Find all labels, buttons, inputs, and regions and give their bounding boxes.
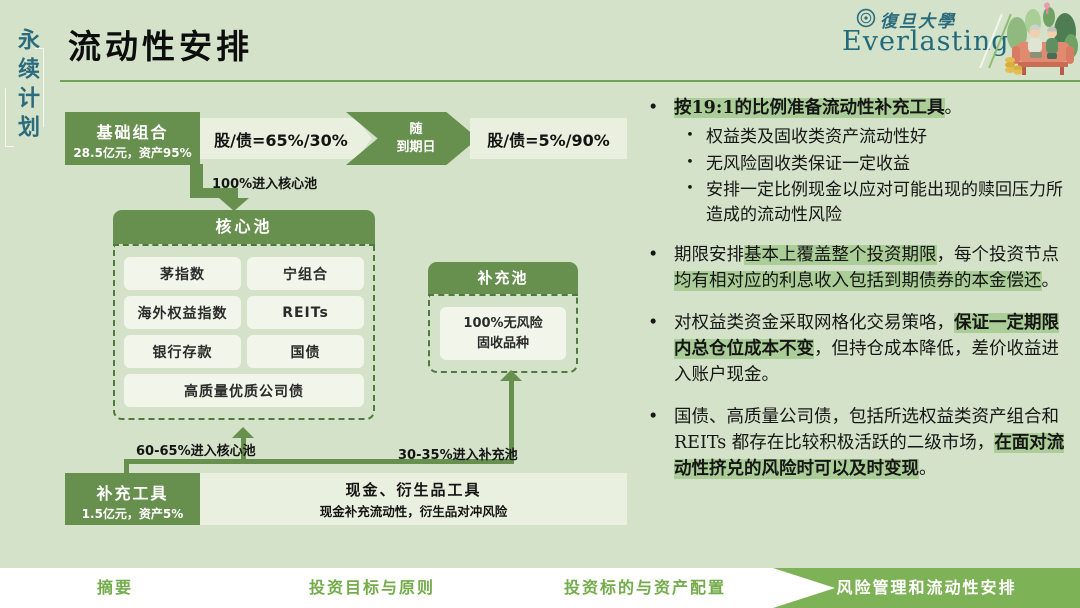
bullet-marker: • — [648, 406, 659, 427]
bullet-marker: • — [648, 245, 659, 266]
core-pool-item: REITs — [247, 296, 364, 329]
cash-derivatives-band: 现金、衍生品工具 现金补充流动性，衍生品对冲风险 — [200, 473, 627, 525]
bullet-text: 国债、高质量公司债，包括所选权益类资产组合和 REITs 都存在比较积极活跃的二… — [674, 405, 1068, 483]
bullet-text-segment: 。 — [1041, 271, 1060, 292]
base-portfolio-box: 基础组合 28.5亿元，资产95% — [65, 112, 200, 165]
bullet-text-segment: 期限安排 — [674, 245, 744, 266]
supplementary-pool-body: 100%无风险 固收品种 — [428, 294, 578, 373]
cash-derivatives-title: 现金、衍生品工具 — [345, 480, 482, 499]
arrow-down-icon — [219, 198, 249, 211]
supplementary-pool-item-line2: 固收品种 — [476, 335, 529, 351]
supplementary-tools-title: 补充工具 — [96, 484, 169, 503]
sub-bullet-marker: • — [686, 127, 694, 143]
university-name: 復旦大學 — [880, 12, 956, 32]
core-pool-item: 国债 — [247, 335, 364, 368]
core-pool-item: 银行存款 — [124, 335, 241, 368]
tab-investment-goals[interactable]: 投资目标与原则 — [308, 578, 435, 597]
core-pool-item: 海外权益指数 — [124, 296, 241, 329]
supplementary-pool-title: 补充池 — [428, 262, 578, 294]
core-pool-item: 茅指数 — [124, 257, 241, 290]
base-portfolio-title: 基础组合 — [96, 123, 169, 142]
bullet-text: 对权益类资金采取网格化交易策咯，保证一定期限内总仓位成本不变，但持仓成本降低，差… — [674, 311, 1068, 389]
bullet-text-segment: 均有相对应的利息收入包括到期债券的本金偿还 — [674, 271, 1042, 292]
sub-bullet-text: 安排一定比例现金以应对可能出现的赎回压力所造成的流动性风险 — [706, 180, 1063, 225]
flow-band-65-30: 股/债=65%/30% — [200, 118, 372, 159]
side-label-bracket-top — [35, 48, 44, 127]
flow-band-5-90: 股/债=5%/90% — [470, 118, 627, 159]
supplementary-pool-item: 100%无风险 固收品种 — [440, 307, 566, 360]
connector-to-core — [241, 437, 246, 461]
bullet-text-segment: 按19:1的比例准备流动性补充工具 — [674, 98, 945, 118]
maturity-chevron: 随 到期日 — [346, 112, 478, 165]
footer-nav: 摘要 投资目标与原则 投资标的与资产配置 风险管理和流动性安排 — [0, 568, 1080, 608]
core-pool-item: 宁组合 — [247, 257, 364, 290]
supplementary-pool: 补充池 100%无风险 固收品种 — [428, 262, 578, 373]
core-pool-item-wide: 高质量优质公司债 — [124, 374, 364, 407]
supp-in-label: 30-35%进入补充池 — [398, 448, 518, 463]
bullet-item: • 按19:1的比例准备流动性补充工具。 • 权益类及固收类资产流动性好 • 无… — [648, 96, 1068, 227]
sub-bullet-text: 无风险固收类保证一定收益 — [706, 153, 910, 174]
core-pool-body: 茅指数 宁组合 海外权益指数 REITs 银行存款 国债 高质量优质公司债 — [113, 244, 375, 420]
bullet-item: • 期限安排基本上覆盖整个投资期限，每个投资节点均有相对应的利息收入包括到期债券… — [648, 243, 1068, 295]
bullet-text-segment: 国债、高质量公司债，包括所选权益类资产组合和 REITs 都存在比较积极活跃的二… — [674, 406, 1059, 453]
maturity-chevron-line2: 到期日 — [396, 139, 436, 155]
bullet-marker: • — [648, 98, 659, 118]
sub-bullet-item: • 无风险固收类保证一定收益 — [674, 152, 1068, 177]
side-label: 永续计划 — [14, 28, 40, 144]
sub-bullet-marker: • — [686, 154, 694, 170]
supplementary-tools-box: 补充工具 1.5亿元，资产5% — [65, 473, 200, 525]
sub-bullet-item: • 安排一定比例现金以应对可能出现的赎回压力所造成的流动性风险 — [674, 178, 1068, 227]
supplementary-pool-item-line1: 100%无风险 — [463, 316, 543, 331]
sub-bullet-marker: • — [686, 181, 694, 197]
core-pool: 核心池 茅指数 宁组合 海外权益指数 REITs 银行存款 国债 高质量优质公司… — [113, 210, 375, 420]
sub-bullet-item: • 权益类及固收类资产流动性好 — [674, 125, 1068, 150]
bullet-text-segment: ，但持仓成本降低，差价收益进入账户现金。 — [674, 339, 1059, 386]
bullet-marker: • — [648, 313, 659, 334]
fudan-seal-icon — [856, 8, 876, 32]
bullet-text: 期限安排基本上覆盖整个投资期限，每个投资节点均有相对应的利息收入包括到期债券的本… — [674, 243, 1068, 295]
brand-wordmark: Everlasting — [842, 26, 1010, 57]
bullet-list: • 按19:1的比例准备流动性补充工具。 • 权益类及固收类资产流动性好 • 无… — [648, 96, 1068, 499]
cash-derivatives-subtitle: 现金补充流动性，衍生品对冲风险 — [319, 503, 508, 519]
bullet-text: 按19:1的比例准备流动性补充工具。 • 权益类及固收类资产流动性好 • 无风险… — [674, 96, 1068, 227]
title-underline — [60, 80, 1080, 82]
core-pool-title: 核心池 — [113, 210, 375, 244]
active-tab-chevron-icon — [773, 568, 835, 608]
connector-tools-stub — [124, 459, 129, 475]
tab-summary[interactable]: 摘要 — [96, 578, 133, 597]
arrow-up-icon — [232, 427, 254, 438]
connector-base-to-core — [190, 188, 238, 198]
connector-to-supp — [509, 381, 514, 461]
core-in-label: 60-65%进入核心池 — [136, 444, 256, 459]
bullet-text-segment: 基本上覆盖整个投资期限 — [744, 245, 937, 266]
base-portfolio-subtitle: 28.5亿元，资产95% — [73, 146, 192, 160]
bullet-item: • 对权益类资金采取网格化交易策咯，保证一定期限内总仓位成本不变，但持仓成本降低… — [648, 311, 1068, 389]
sub-bullet-list: • 权益类及固收类资产流动性好 • 无风险固收类保证一定收益 • 安排一定比例现… — [674, 125, 1068, 228]
page-title: 流动性安排 — [68, 27, 253, 66]
bullet-text-segment: 。 — [919, 458, 937, 479]
elderly-couple-illustration — [1004, 2, 1078, 82]
connector-tools-branch — [124, 459, 514, 464]
to-core-label: 100%进入核心池 — [212, 177, 318, 192]
bullet-text-segment: 对权益类资金采取网格化交易策咯， — [674, 313, 954, 334]
maturity-chevron-line1: 随 — [409, 121, 423, 137]
arrow-up-icon — [500, 370, 522, 381]
side-label-bracket-bottom — [5, 88, 14, 147]
sub-bullet-text: 权益类及固收类资产流动性好 — [706, 126, 927, 147]
tab-targets-allocation[interactable]: 投资标的与资产配置 — [563, 578, 726, 597]
bullet-item: • 国债、高质量公司债，包括所选权益类资产组合和 REITs 都存在比较积极活跃… — [648, 405, 1068, 483]
bullet-text-segment: ，每个投资节点 — [936, 245, 1060, 266]
bullet-text-segment: 。 — [944, 98, 963, 118]
supplementary-tools-subtitle: 1.5亿元，资产5% — [81, 507, 184, 521]
